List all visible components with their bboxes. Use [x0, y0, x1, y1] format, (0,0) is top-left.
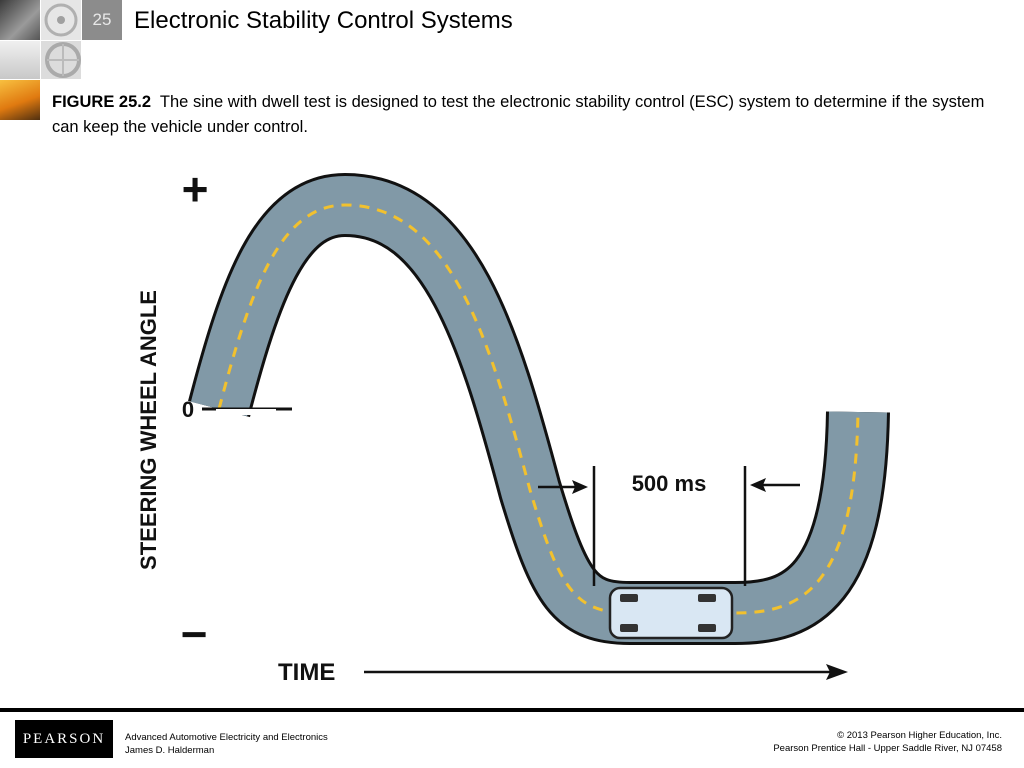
vehicle-wheel-front-right: [698, 594, 716, 602]
zero-angle-label: 0: [182, 397, 194, 422]
pearson-logo: PEARSON: [15, 720, 113, 758]
x-axis-title: TIME: [278, 659, 335, 686]
y-axis-title: STEERING WHEEL ANGLE: [136, 290, 161, 570]
sine-with-dwell-diagram: 500 ms + 0 − STEERING WHEEL ANGLE TIME: [136, 163, 891, 686]
vehicle: [608, 586, 734, 640]
footer-author: James D. Halderman: [125, 745, 215, 756]
dwell-duration-label: 500 ms: [632, 471, 707, 496]
figure-label: FIGURE 25.2: [52, 93, 152, 111]
road-end-cap: [825, 405, 891, 411]
dwell-right-arrow: [750, 478, 800, 492]
slide-title: Electronic Stability Control Systems: [134, 7, 513, 34]
vehicle-wheel-front-left: [620, 594, 638, 602]
negative-angle-label: −: [181, 608, 208, 660]
footer-book-title: Advanced Automotive Electricity and Elec…: [125, 732, 328, 743]
rim-thumbnail-image: [41, 41, 81, 79]
figure-caption: FIGURE 25.2 The sine with dwell test is …: [52, 90, 1002, 140]
footer-divider: [0, 708, 1024, 712]
vehicle-wheel-rear-right: [698, 624, 716, 632]
footer-copyright: © 2013 Pearson Higher Education, Inc.: [837, 730, 1002, 741]
road-start-cap: [216, 409, 276, 415]
header-thumbnail-strip: [0, 0, 82, 120]
time-axis-arrow: [364, 664, 848, 680]
chapter-number-badge: 25: [82, 0, 122, 40]
wheel-thumbnail-image: [41, 0, 81, 40]
sports-car-thumbnail-image: [0, 80, 40, 120]
vehicle-wheel-rear-left: [620, 624, 638, 632]
dwell-left-arrow: [538, 480, 588, 494]
positive-angle-label: +: [182, 163, 209, 215]
footer-publisher: Pearson Prentice Hall - Upper Saddle Riv…: [773, 743, 1002, 754]
car-thumbnail-image: [0, 0, 40, 40]
footer-book-info: Advanced Automotive Electricity and Elec…: [125, 731, 328, 757]
road-center-line: [217, 203, 860, 615]
part-thumbnail-image: [0, 41, 40, 79]
figure-caption-text: The sine with dwell test is designed to …: [52, 93, 985, 136]
footer-publisher-info: © 2013 Pearson Higher Education, Inc. Pe…: [773, 729, 1002, 755]
